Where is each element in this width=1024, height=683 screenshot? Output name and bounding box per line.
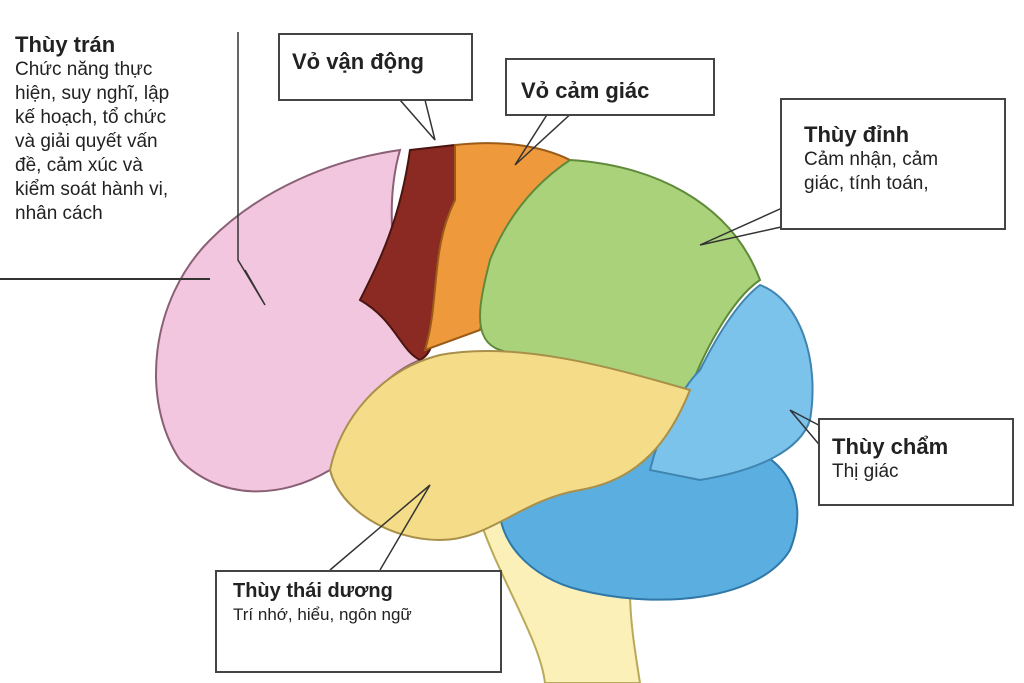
occipital-lobe — [648, 283, 814, 482]
desc-line: giác, tính toán, — [804, 173, 929, 194]
frontal-lobe-label: Thùy trán Chức năng thực hiện, suy nghĩ,… — [15, 32, 169, 226]
desc-line: kiểm soát hành vi, — [15, 179, 169, 200]
temporal-title: Thùy thái dương — [233, 580, 393, 602]
temporal-lobe-label: Thùy thái dương Trí nhớ, hiểu, ngôn ngữ — [215, 570, 502, 673]
sensory-title: Vỏ cảm giác — [521, 78, 650, 103]
desc-line: và giải quyết vấn — [15, 131, 158, 152]
desc-line: kế hoạch, tổ chức — [15, 107, 167, 128]
parietal-lobe-label: Thùy đỉnh Cảm nhận, cảm giác, tính toán, — [780, 98, 1006, 230]
divider — [0, 278, 210, 280]
desc-line: Thị giác — [832, 461, 899, 482]
sensory-cortex-label: Vỏ cảm giác — [505, 58, 715, 116]
desc-line: Trí nhớ, hiểu, ngôn ngữ — [233, 605, 412, 624]
occipital-lobe-label: Thùy chẩm Thị giác — [818, 418, 1014, 506]
parietal-title: Thùy đỉnh — [804, 122, 910, 147]
occipital-title: Thùy chẩm — [832, 434, 949, 459]
frontal-title: Thùy trán — [15, 32, 116, 57]
desc-line: hiện, suy nghĩ, lập — [15, 83, 170, 104]
desc-line: đề, cảm xúc và — [15, 155, 143, 176]
desc-line: Cảm nhận, cảm — [804, 149, 939, 170]
desc-line: nhân cách — [15, 203, 103, 224]
frontal-description: Chức năng thực hiện, suy nghĩ, lập kế ho… — [15, 58, 169, 226]
motor-cortex-label: Vỏ vận động — [278, 33, 473, 101]
motor-title: Vỏ vận động — [292, 49, 424, 74]
desc-line: Chức năng thực — [15, 59, 153, 80]
callout-pointers — [237, 32, 829, 571]
